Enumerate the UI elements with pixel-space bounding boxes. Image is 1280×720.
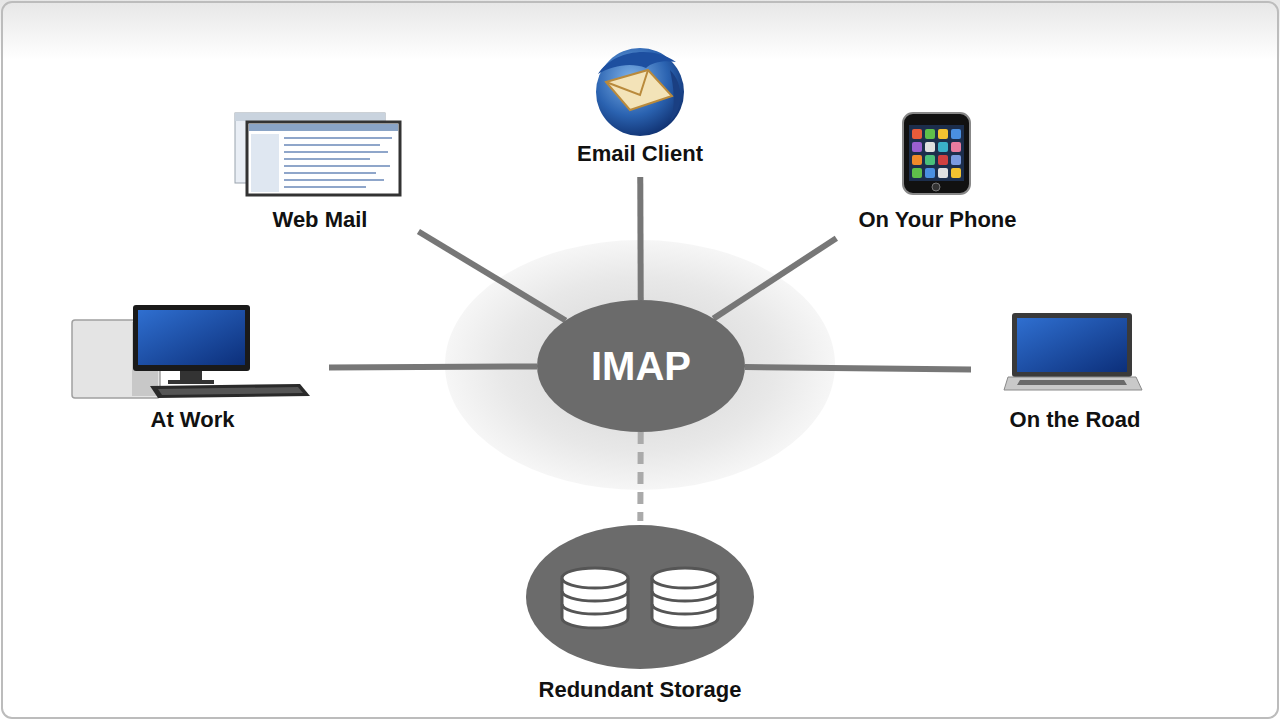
- shape-fill: [537, 300, 745, 432]
- storage-node: Redundant Storage: [500, 525, 780, 705]
- shape-fill: [526, 525, 754, 669]
- connector: [745, 367, 971, 369]
- node-label: Redundant Storage: [500, 677, 780, 703]
- web-mail-node: Web Mail: [225, 108, 415, 236]
- database-cylinder: [562, 568, 628, 628]
- node-label: At Work: [60, 407, 325, 433]
- connector-line: [637, 177, 643, 300]
- connector-line: [637, 432, 643, 521]
- desktop-computer-icon: [72, 305, 310, 398]
- connector: [640, 432, 641, 521]
- phone-node: On Your Phone: [820, 108, 1055, 236]
- node-label: Email Client: [555, 141, 725, 167]
- connector-line: [329, 363, 537, 370]
- connector-line: [418, 231, 565, 320]
- connector: [713, 238, 836, 318]
- connector-line: [745, 367, 971, 369]
- imap-hub: IMAP: [537, 300, 745, 432]
- connector: [329, 366, 537, 368]
- connector: [640, 177, 641, 300]
- work-computer-node: At Work: [60, 300, 325, 436]
- email-client-node: Email Client: [555, 48, 725, 173]
- email-client-icon: [596, 48, 684, 136]
- hub-label: IMAP: [537, 343, 745, 389]
- web-mail-icon: [235, 113, 400, 195]
- connector-line: [713, 238, 836, 318]
- node-label: On Your Phone: [820, 207, 1055, 233]
- laptop-icon: [1004, 313, 1142, 390]
- connector: [418, 231, 565, 320]
- laptop-node: On the Road: [975, 305, 1175, 436]
- node-label: On the Road: [975, 407, 1175, 433]
- phone-icon: [903, 113, 970, 194]
- database-cylinder: [652, 568, 718, 628]
- node-label: Web Mail: [225, 207, 415, 233]
